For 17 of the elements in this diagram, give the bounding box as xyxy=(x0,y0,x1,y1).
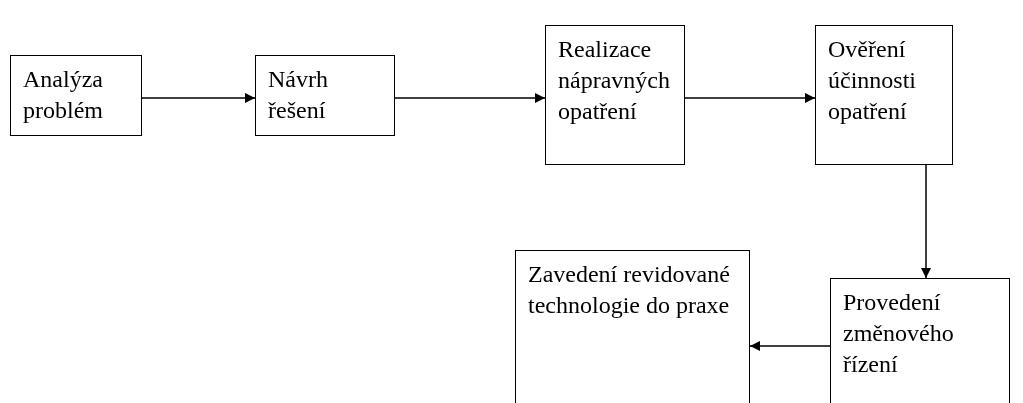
box-label: Ověření účinnosti opatření xyxy=(828,35,917,126)
box-label: Provedení změnového řízení xyxy=(843,288,955,379)
process-box xyxy=(255,55,395,136)
arrow xyxy=(684,93,816,103)
box-label: Návrh řešení xyxy=(268,65,329,125)
box-label: Realizace nápravných opatření xyxy=(558,35,671,126)
box-label: Analýza problém xyxy=(23,65,104,125)
process-box xyxy=(545,25,685,165)
box-label: Zavedení revidované technologie do praxe xyxy=(528,260,731,320)
process-box xyxy=(815,25,953,165)
arrow xyxy=(749,341,831,351)
process-box xyxy=(10,55,142,136)
arrow xyxy=(141,93,256,103)
arrow xyxy=(394,93,546,103)
arrow xyxy=(921,164,931,279)
process-box xyxy=(515,250,750,403)
process-box xyxy=(830,278,1010,403)
